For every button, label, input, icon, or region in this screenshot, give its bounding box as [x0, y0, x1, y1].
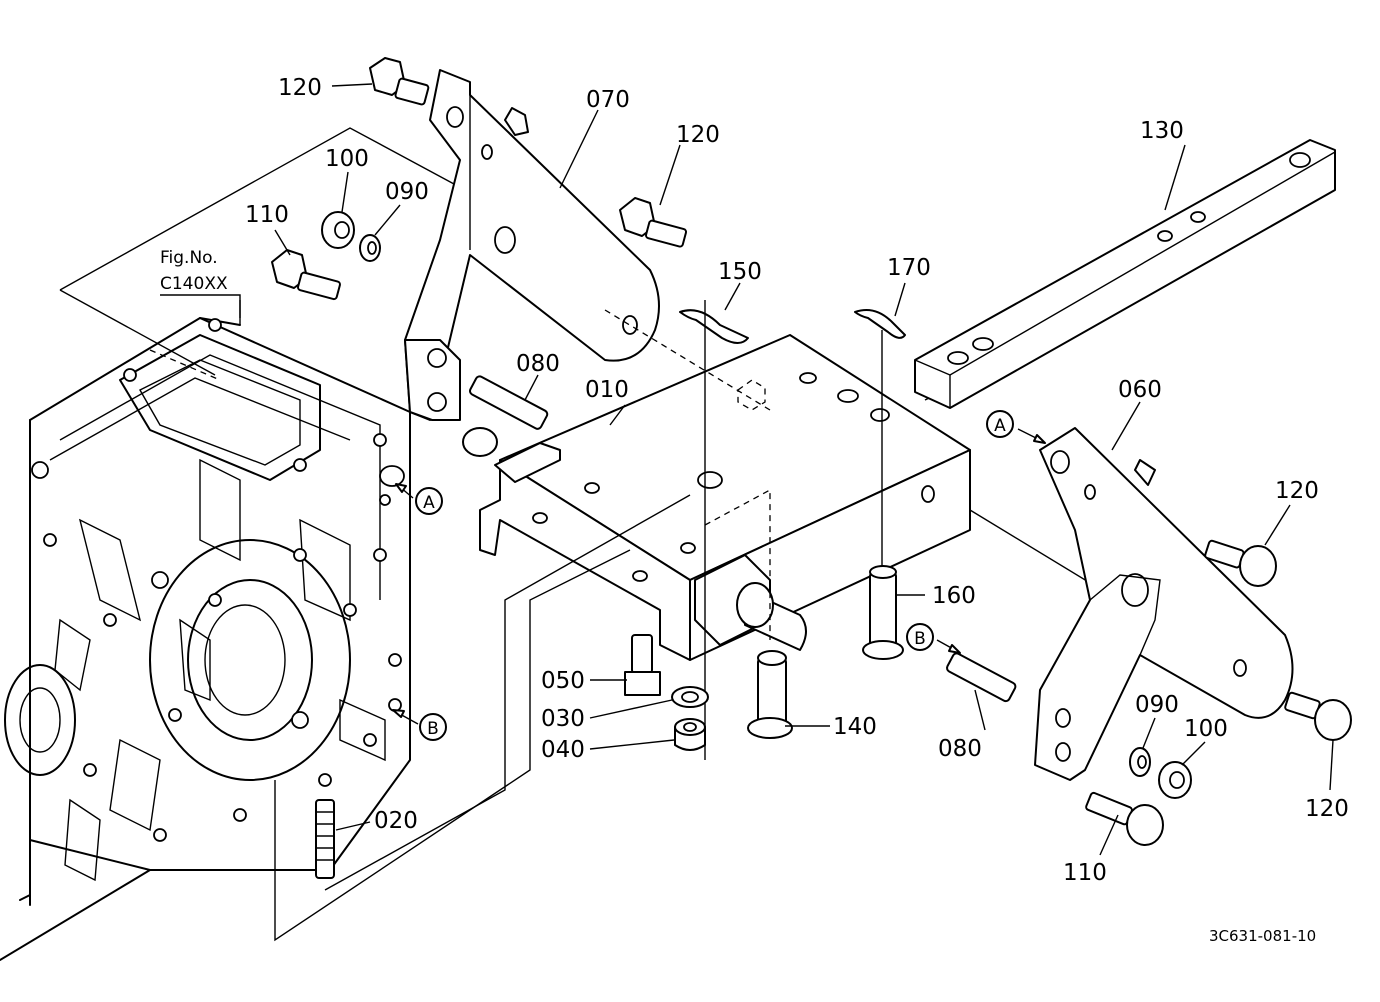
snap-pin-150 [679, 309, 749, 344]
nut-100-left [321, 211, 355, 249]
bolt-120-mid [619, 197, 688, 248]
flange-bolt-holes [31, 318, 402, 842]
frame-010 [462, 334, 971, 661]
leader-lines [160, 83, 1334, 856]
label-020: 020 [374, 808, 418, 834]
nut-100-right [1158, 761, 1192, 799]
label-120-top: 120 [278, 75, 322, 101]
figure-reference: Fig.No. C140XX [160, 248, 228, 294]
figure-ref-line1: Fig.No. [160, 248, 218, 268]
bracket-060 [1034, 427, 1294, 781]
label-120-right-upper: 120 [1275, 478, 1319, 504]
label-090-right: 090 [1135, 692, 1179, 718]
figure-ref-line2: C140XX [160, 274, 228, 294]
label-010: 010 [585, 377, 629, 403]
washer-090-left [359, 234, 381, 262]
label-100-left: 100 [325, 146, 369, 172]
washer-090-right [1129, 747, 1151, 777]
label-070: 070 [586, 87, 630, 113]
stud-020 [315, 799, 335, 879]
bolt-110-left [271, 249, 341, 301]
bolt-110-right [1085, 791, 1164, 846]
label-080-right: 080 [938, 736, 982, 762]
case-mount-hole-a [379, 465, 405, 487]
bolt-120-right-upper [1204, 539, 1277, 587]
svg-text:A: A [423, 493, 435, 513]
label-060: 060 [1118, 377, 1162, 403]
snap-pin-170 [854, 309, 906, 339]
label-120-right-lower: 120 [1305, 796, 1349, 822]
label-130: 130 [1140, 118, 1184, 144]
nut-040 [674, 718, 706, 751]
label-050: 050 [541, 668, 585, 694]
washer-030 [671, 686, 709, 708]
nut-ghost [737, 379, 766, 411]
svg-text:B: B [427, 719, 439, 739]
label-090-left: 090 [385, 179, 429, 205]
svg-text:A: A [994, 416, 1006, 436]
transmission-case [0, 317, 411, 961]
label-040: 040 [541, 737, 585, 763]
label-110-right: 110 [1063, 860, 1107, 886]
bolt-050 [624, 634, 661, 696]
stud-080-right [946, 652, 1017, 703]
stud-080-left [469, 375, 549, 430]
label-120-mid: 120 [676, 122, 720, 148]
callout-a-case: A [415, 487, 443, 515]
label-080-left: 080 [516, 351, 560, 377]
pin-160 [862, 565, 904, 660]
label-100-right: 100 [1184, 716, 1228, 742]
part-labels: 120 070 120 100 090 110 150 170 080 010 … [245, 75, 1349, 886]
callout-b-case: B [419, 713, 447, 741]
bar-130 [914, 139, 1336, 409]
pin-140 [747, 650, 793, 739]
bracket-070 [404, 69, 660, 421]
svg-text:B: B [914, 629, 926, 649]
label-030: 030 [541, 706, 585, 732]
callout-b-bracket: B [906, 623, 934, 651]
label-150: 150 [718, 259, 762, 285]
bolt-120-top [369, 57, 430, 106]
label-140: 140 [833, 714, 877, 740]
label-160: 160 [932, 583, 976, 609]
label-170: 170 [887, 255, 931, 281]
drawing-code: 3C631-081-10 [1209, 927, 1316, 945]
label-110-left: 110 [245, 202, 289, 228]
callout-a-bracket: A [986, 410, 1014, 438]
bolt-120-right-lower [1284, 691, 1352, 741]
